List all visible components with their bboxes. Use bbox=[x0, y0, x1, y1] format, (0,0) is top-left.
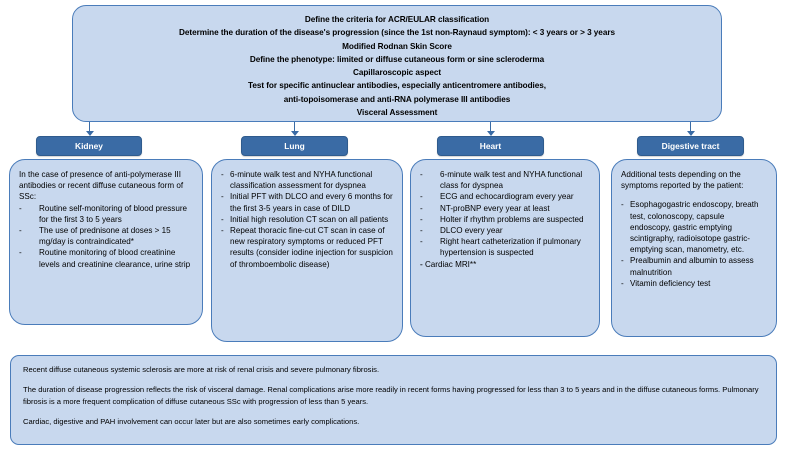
list-item: - ECG and echocardiogram every year bbox=[420, 191, 590, 202]
top-criteria-line-5: Capillaroscopic aspect bbox=[352, 68, 442, 78]
organ-box-lung: -6-minute walk test and NYHA functional … bbox=[211, 159, 403, 342]
heart-item-4: Holter if rhythm problems are suspected bbox=[440, 214, 584, 224]
organ-header-heart-label: Heart bbox=[479, 141, 502, 151]
connector-line-digestive bbox=[690, 122, 692, 133]
digestive-item-2: Prealbumin and albumin to assess malnutr… bbox=[630, 256, 754, 277]
list-item: - Routine monitoring of blood creatinine … bbox=[19, 247, 193, 269]
summary-paragraph-3: Cardiac, digestive and PAH involvement c… bbox=[23, 417, 360, 427]
top-criteria-line-3: Modified Rodnan Skin Score bbox=[342, 41, 452, 51]
dash-bullet-icon: - bbox=[221, 192, 224, 202]
digestive-item-3: Vitamin deficiency test bbox=[630, 278, 711, 288]
connector-arrow-kidney-icon bbox=[86, 131, 94, 136]
list-item: -Repeat thoracic fine-cut CT scan in cas… bbox=[221, 225, 393, 270]
heart-item-list: - 6-minute walk test and NYHA functional … bbox=[420, 169, 590, 269]
organ-header-digestive-label: Digestive tract bbox=[661, 141, 720, 151]
organ-box-heart: - 6-minute walk test and NYHA functional … bbox=[410, 159, 600, 337]
organ-box-digestive: Additional tests depending on the sympto… bbox=[611, 159, 777, 337]
top-criteria-line-7: anti-topoisomerase and anti-RNA polymera… bbox=[283, 94, 511, 104]
summary-box: Recent diffuse cutaneous systemic sclero… bbox=[10, 355, 777, 445]
list-item: -Initial PFT with DLCO and every 6 month… bbox=[221, 191, 393, 213]
list-item: - Right heart catheterization if pulmonar… bbox=[420, 236, 590, 258]
heart-item-1: 6-minute walk test and NYHA functional c… bbox=[440, 170, 583, 191]
top-criteria-box: Define the criteria for ACR/EULAR classi… bbox=[72, 5, 722, 122]
digestive-item-list: -Esophagogastric endoscopy, breath test,… bbox=[621, 199, 767, 289]
dash-bullet-icon: - bbox=[420, 259, 423, 269]
lung-item-3: Initial high resolution CT scan on all p… bbox=[230, 214, 389, 224]
list-item: - NT-proBNP every year at least bbox=[420, 203, 590, 214]
digestive-intro-text: Additional tests depending on the sympto… bbox=[621, 170, 744, 191]
heart-item-6: Right heart catheterization if pulmonary… bbox=[440, 237, 581, 258]
dash-bullet-icon: - bbox=[420, 214, 423, 224]
heart-trailing-item: - Cardiac MRI** bbox=[420, 259, 477, 269]
lung-item-1: 6-minute walk test and NYHA functional c… bbox=[230, 170, 373, 191]
list-item: - Routine self-monitoring of blood pressu… bbox=[19, 203, 193, 225]
dash-bullet-icon: - bbox=[621, 278, 624, 288]
dash-bullet-icon: - bbox=[621, 256, 624, 266]
list-item: - The use of prednisone at doses > 15 mg/… bbox=[19, 225, 193, 247]
list-item: - Holter if rhythm problems are suspected bbox=[420, 214, 590, 225]
lung-item-4: Repeat thoracic fine-cut CT scan in case… bbox=[230, 226, 393, 269]
dash-bullet-icon: - bbox=[621, 200, 624, 210]
organ-header-lung-label: Lung bbox=[284, 141, 305, 151]
dash-bullet-icon: - bbox=[221, 226, 224, 236]
list-item: -Initial high resolution CT scan on all … bbox=[221, 214, 393, 225]
heart-item-2: ECG and echocardiogram every year bbox=[440, 192, 574, 202]
top-criteria-line-4: Define the phenotype: limited or diffuse… bbox=[249, 54, 545, 64]
connector-line-lung bbox=[294, 122, 296, 133]
kidney-item-2: The use of prednisone at doses > 15 mg/d… bbox=[39, 226, 171, 247]
list-item: -Vitamin deficiency test bbox=[621, 278, 767, 289]
list-item: -6-minute walk test and NYHA functional … bbox=[221, 169, 393, 191]
connector-line-kidney bbox=[89, 122, 91, 133]
kidney-item-1: Routine self-monitoring of blood pressur… bbox=[39, 203, 188, 224]
top-criteria-line-1: Define the criteria for ACR/EULAR classi… bbox=[304, 15, 490, 24]
dash-bullet-icon: - bbox=[19, 248, 22, 258]
connector-arrow-digestive-icon bbox=[687, 131, 695, 136]
dash-bullet-icon: - bbox=[19, 203, 22, 213]
organ-header-digestive[interactable]: Digestive tract bbox=[637, 136, 744, 156]
dash-bullet-icon: - bbox=[221, 170, 224, 179]
dash-bullet-icon: - bbox=[420, 192, 423, 202]
connector-arrow-heart-icon bbox=[487, 131, 495, 136]
list-item: - DLCO every year bbox=[420, 225, 590, 236]
digestive-spacer bbox=[621, 191, 767, 199]
organ-header-heart[interactable]: Heart bbox=[437, 136, 544, 156]
lung-item-2: Initial PFT with DLCO and every 6 months… bbox=[230, 192, 393, 213]
list-item: -Prealbumin and albumin to assess malnut… bbox=[621, 255, 767, 277]
dash-bullet-icon: - bbox=[221, 214, 224, 224]
heart-item-3: NT-proBNP every year at least bbox=[440, 203, 550, 213]
lung-item-list: -6-minute walk test and NYHA functional … bbox=[221, 169, 393, 270]
kidney-item-list: - Routine self-monitoring of blood pressu… bbox=[19, 203, 193, 270]
list-item: - 6-minute walk test and NYHA functional … bbox=[420, 169, 590, 191]
dash-bullet-icon: - bbox=[420, 237, 423, 247]
connector-arrow-lung-icon bbox=[291, 131, 299, 136]
dash-bullet-icon: - bbox=[420, 203, 423, 213]
dash-bullet-icon: - bbox=[420, 226, 423, 236]
list-item: -Esophagogastric endoscopy, breath test,… bbox=[621, 199, 767, 255]
organ-header-lung[interactable]: Lung bbox=[241, 136, 348, 156]
organ-header-kidney[interactable]: Kidney bbox=[36, 136, 142, 156]
organ-header-kidney-label: Kidney bbox=[75, 141, 103, 151]
kidney-intro-text: In the case of presence of anti-polymera… bbox=[19, 170, 184, 202]
top-criteria-line-6: Test for specific antinuclear antibodies… bbox=[247, 81, 547, 91]
digestive-item-1: Esophagogastric endoscopy, breath test, … bbox=[630, 200, 759, 255]
top-criteria-line-8: Visceral Assessment bbox=[356, 108, 438, 118]
connector-line-heart bbox=[490, 122, 492, 133]
dash-bullet-icon: - bbox=[420, 170, 423, 179]
summary-paragraph-1: Recent diffuse cutaneous systemic sclero… bbox=[23, 365, 380, 374]
summary-paragraph-2: The duration of disease progression refl… bbox=[23, 385, 759, 406]
dash-bullet-icon: - bbox=[19, 226, 22, 236]
top-criteria-line-2: Determine the duration of the disease's … bbox=[179, 28, 615, 38]
organ-box-kidney: In the case of presence of anti-polymera… bbox=[9, 159, 203, 325]
kidney-item-3: Routine monitoring of blood creatinine l… bbox=[39, 248, 191, 269]
heart-item-5: DLCO every year bbox=[440, 226, 503, 236]
